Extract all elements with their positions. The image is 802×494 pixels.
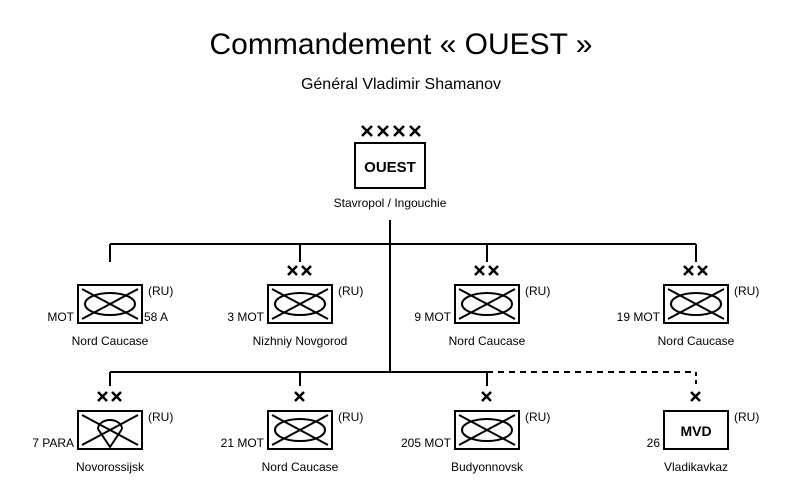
infantry-cross-b: [458, 414, 516, 446]
unit-nation: (RU): [734, 284, 759, 298]
unit-location: Nord Caucase: [658, 334, 735, 348]
unit-nation: (RU): [338, 410, 363, 424]
unit-designation: 19 MOT: [617, 310, 661, 324]
page-title: Commandement « OUEST »: [209, 28, 593, 61]
page-subtitle: Général Vladimir Shamanov: [300, 76, 502, 93]
echelon-marks: [287, 265, 312, 276]
unit-designation: 3 MOT: [227, 310, 264, 324]
unit-u3: (RU) 9 MOT Nord Caucase: [414, 265, 550, 348]
airborne-arc: [97, 419, 123, 430]
hq-unit: OUEST Stavropol / Ingouchie: [334, 125, 447, 210]
hq-symbol-text: OUEST: [364, 159, 416, 176]
connector-lines: [109, 220, 697, 386]
unit-location: Nord Caucase: [72, 334, 149, 348]
infantry-cross-b: [81, 414, 139, 446]
unit-location: Budyonnovsk: [451, 460, 524, 474]
unit-nation: (RU): [338, 284, 363, 298]
parachute-lines: [97, 428, 123, 449]
unit-designation: 21 MOT: [221, 436, 265, 450]
motorized-oval: [274, 418, 326, 442]
unit-location: Nizhniy Novgorod: [253, 334, 348, 348]
unit-location: Vladikavkaz: [664, 460, 728, 474]
infantry-cross-b: [458, 288, 516, 320]
unit-u6: (RU) 21 MOT Nord Caucase: [221, 391, 363, 474]
unit-designation: 7 PARA: [32, 436, 74, 450]
echelon-marks: [683, 265, 708, 276]
unit-nation: (RU): [734, 410, 759, 424]
unit-symbol-frame: [454, 284, 520, 324]
unit-suffix: 58 A: [144, 310, 168, 324]
unit-location: Novorossijsk: [76, 460, 145, 474]
unit-nation: (RU): [148, 284, 173, 298]
units-layer: (RU) MOT 58 A Nord Caucase (RU) 3 MOT Nizhniy …: [32, 265, 759, 474]
echelon-marks: [481, 391, 492, 402]
hq-echelon-marks: [361, 125, 421, 137]
unit-type-text: MVD: [680, 423, 711, 439]
echelon-marks: [690, 391, 701, 402]
unit-symbol-frame: [663, 410, 729, 450]
unit-symbol-frame: [267, 284, 333, 324]
infantry-cross-b: [271, 414, 329, 446]
unit-nation: (RU): [525, 410, 550, 424]
echelon-marks: [97, 391, 122, 402]
unit-nation: (RU): [525, 284, 550, 298]
infantry-cross-b: [667, 288, 725, 320]
motorized-oval: [274, 292, 326, 316]
hq-symbol-frame: [354, 142, 426, 189]
unit-u2: (RU) 3 MOT Nizhniy Novgorod: [227, 265, 363, 348]
unit-designation: 205 MOT: [401, 436, 452, 450]
unit-designation: 9 MOT: [414, 310, 451, 324]
motorized-oval: [461, 418, 513, 442]
unit-location: Nord Caucase: [262, 460, 339, 474]
motorized-oval: [461, 292, 513, 316]
unit-designation: MOT: [47, 310, 74, 324]
infantry-cross-b: [81, 288, 139, 320]
motorized-oval: [84, 292, 136, 316]
infantry-cross-b: [271, 288, 329, 320]
unit-u7: (RU) 205 MOT Budyonnovsk: [401, 391, 550, 474]
hq-location: Stavropol / Ingouchie: [334, 196, 447, 210]
motorized-oval: [670, 292, 722, 316]
echelon-marks: [474, 265, 499, 276]
unit-nation: (RU): [148, 410, 173, 424]
unit-u4: (RU) 19 MOT Nord Caucase: [617, 265, 759, 348]
unit-u1: (RU) MOT 58 A Nord Caucase: [47, 284, 173, 348]
unit-location: Nord Caucase: [449, 334, 526, 348]
unit-designation: 26: [647, 436, 661, 450]
echelon-marks: [294, 391, 305, 402]
